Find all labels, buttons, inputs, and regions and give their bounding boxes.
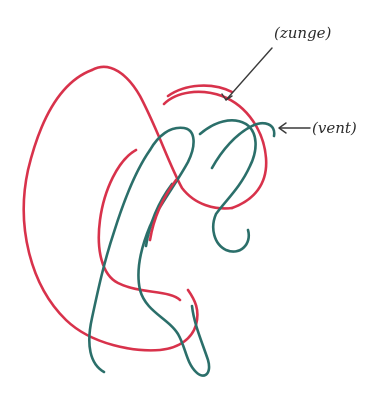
teal-core-body	[137, 126, 211, 377]
red-upper-cap	[162, 90, 268, 210]
red-upper-cap-inner	[166, 84, 234, 98]
label-zunge: (zunge)	[274, 24, 332, 42]
zunge-pointer-line	[225, 47, 273, 101]
label-vent: (vent)	[312, 119, 357, 137]
zunge-pointer-head	[221, 93, 233, 101]
teal-core-left	[88, 148, 152, 374]
red-outer-loop-top	[90, 65, 234, 210]
teal-core-inner-slit-red	[148, 178, 178, 242]
red-inner-sweep	[97, 148, 182, 302]
vent-pointer-head	[278, 122, 287, 134]
teal-core-hook	[210, 122, 276, 170]
teal-core-right-arm	[198, 119, 257, 253]
